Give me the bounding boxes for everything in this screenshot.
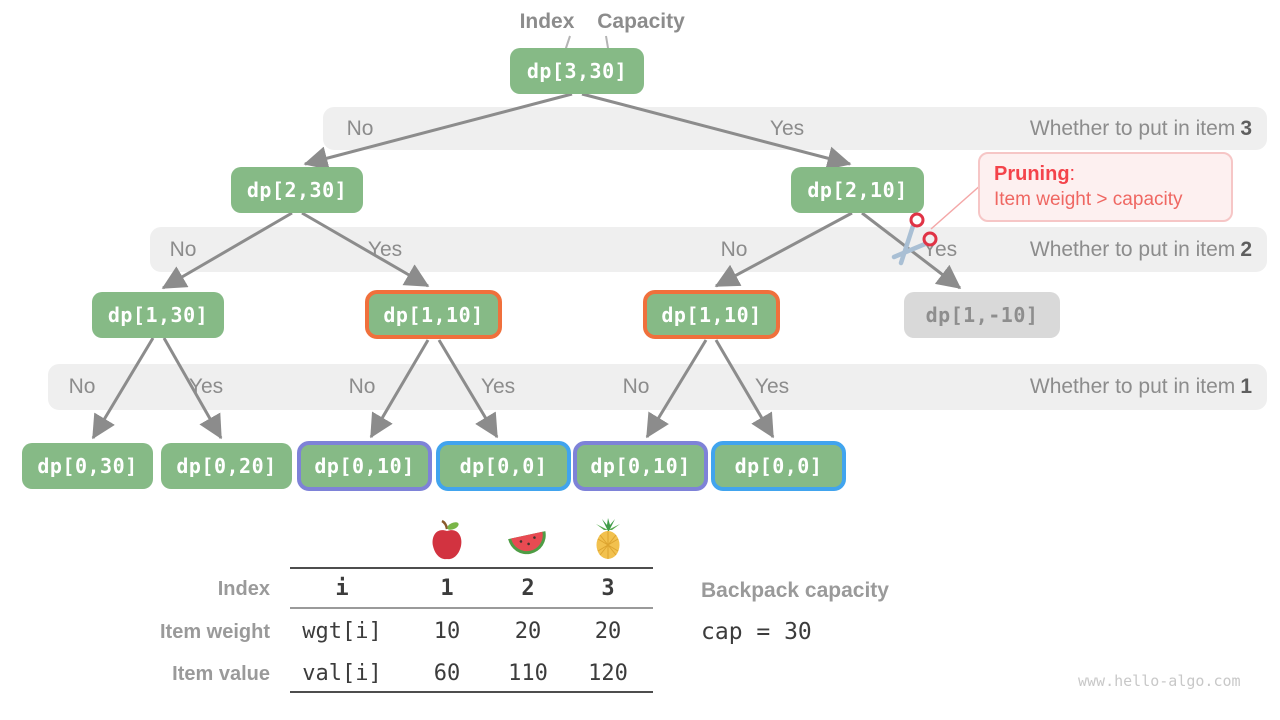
scissors-handle-1 [909, 212, 925, 228]
node-dp-2-30: dp[2,30] [231, 167, 363, 213]
pruning-title: Pruning [994, 163, 1070, 185]
node-dp-0-10-left: dp[0,10] [297, 441, 432, 491]
node-dp-1-neg10-pruned: dp[1,-10] [904, 292, 1060, 338]
table-rule-middle [290, 607, 653, 609]
band3-no-label: No [346, 116, 374, 140]
band1-no2-label: No [348, 375, 376, 398]
band1-yes2-label: Yes [480, 375, 516, 398]
band3-yes-label: Yes [769, 116, 805, 140]
weight-cell-3: 20 [594, 619, 622, 644]
scissors-handle-2 [922, 231, 938, 247]
node-dp-0-10-right: dp[0,10] [573, 441, 708, 491]
pruning-colon: : [1069, 163, 1076, 185]
edge-dp130-yes [162, 337, 223, 440]
capacity-pointer-label: Capacity [597, 10, 685, 33]
edge-dp130-no [91, 337, 155, 440]
value-cell-3: 120 [588, 661, 628, 686]
pruning-leader-line [930, 183, 983, 230]
band1-no1-label: No [68, 375, 96, 398]
node-dp-0-20: dp[0,20] [161, 443, 292, 489]
band1-item-number: 1 [1240, 375, 1252, 398]
node-dp-1-10-right-highlighted: dp[1,10] [643, 290, 780, 339]
edge-dp210-no [714, 211, 853, 288]
band1-yes3-label: Yes [754, 375, 790, 398]
index-pointer-label: Index [519, 10, 575, 33]
weight-cell-name: wgt[i] [302, 619, 382, 644]
edge-dp230-no [161, 211, 293, 290]
band3-item-number: 3 [1240, 116, 1252, 140]
value-cell-2: 110 [508, 661, 548, 686]
band2-item-number: 2 [1240, 237, 1252, 261]
node-dp-0-0-right: dp[0,0] [711, 441, 846, 491]
pruning-callout: Pruning: Item weight > capacity [978, 152, 1233, 222]
band1-question-text: Whether to put in item [1029, 375, 1236, 398]
row-label-weight: Item weight [159, 621, 270, 643]
table-header-1: 1 [440, 576, 454, 601]
weight-cell-1: 10 [433, 619, 461, 644]
edge-dp110a-no [369, 339, 430, 439]
table-rule-bottom [290, 691, 653, 693]
node-dp-3-30: dp[3,30] [510, 48, 644, 94]
table-header-i: i [335, 576, 349, 601]
table-rule-top [290, 567, 653, 569]
node-dp-0-0-left: dp[0,0] [436, 441, 571, 491]
value-cell-name: val[i] [302, 661, 382, 686]
pineapple-icon [596, 518, 620, 559]
band2-yes2-label: Yes [922, 237, 958, 261]
table-header-3: 3 [601, 576, 615, 601]
table-header-2: 2 [521, 576, 535, 601]
weight-cell-2: 20 [514, 619, 542, 644]
edge-dp110b-no [645, 339, 708, 439]
band2-no1-label: No [169, 237, 197, 261]
band3-question-text: Whether to put in item [1029, 116, 1236, 140]
edge-dp230-yes [301, 211, 430, 288]
band1-yes1-label: Yes [188, 375, 224, 398]
watermark: www.hello-algo.com [1078, 672, 1241, 690]
value-cell-1: 60 [433, 661, 461, 686]
edge-root-no [303, 92, 573, 170]
pruning-description: Item weight > capacity [994, 189, 1183, 210]
row-label-index: Index [217, 578, 270, 600]
pruning-title-row: Pruning: [994, 163, 1217, 186]
apple-icon [432, 519, 462, 560]
band1-no3-label: No [622, 375, 650, 398]
node-dp-2-10: dp[2,10] [791, 167, 924, 213]
node-dp-0-30: dp[0,30] [22, 443, 153, 489]
row-label-value: Item value [172, 663, 270, 685]
backpack-capacity-label: Backpack capacity [701, 579, 889, 602]
edge-root-yes [581, 92, 852, 170]
node-dp-1-10-left-highlighted: dp[1,10] [365, 290, 502, 339]
backpack-capacity-value: cap = 30 [701, 619, 812, 645]
node-dp-1-30: dp[1,30] [92, 292, 224, 338]
band2-no2-label: No [720, 237, 748, 261]
watermelon-icon [508, 531, 546, 555]
edge-dp110a-yes [437, 339, 499, 439]
scissors-blade-2 [891, 241, 928, 260]
scissors-blade-1 [898, 223, 916, 266]
decision-band-item-1: No Yes No Yes No Yes Whether to put in i… [48, 364, 1267, 410]
band2-question-text: Whether to put in item [1029, 237, 1236, 261]
edge-dp110b-yes [714, 339, 775, 439]
